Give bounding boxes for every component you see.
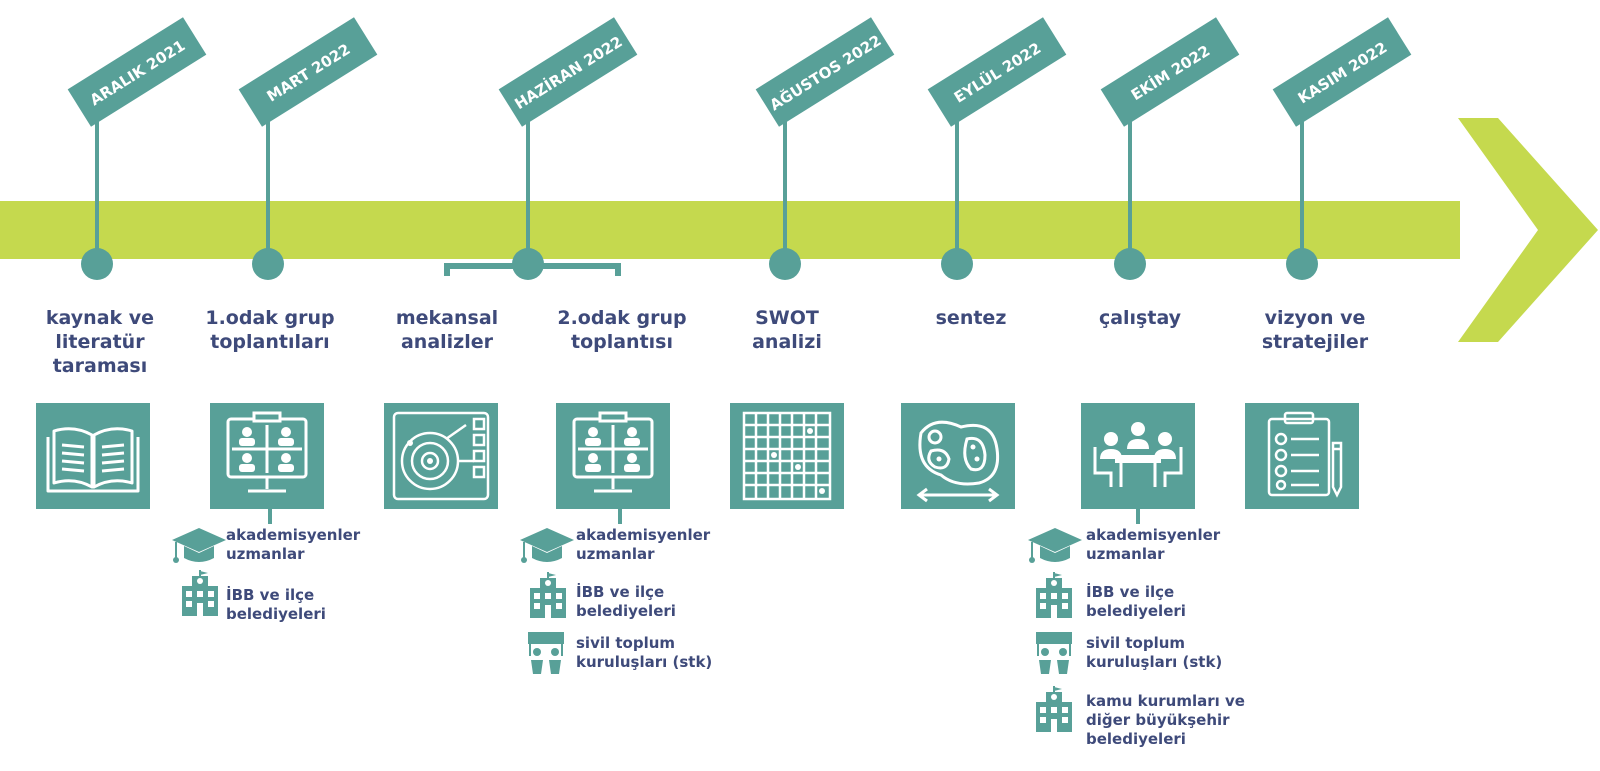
stage-label-focus-group-1: 1.odak grup toplantıları xyxy=(205,307,335,353)
timeline-dot xyxy=(941,248,973,280)
timeline-dot xyxy=(252,248,284,280)
stage-tile-workshop xyxy=(1081,403,1195,509)
stage-tile-swot xyxy=(730,403,844,509)
stakeholder-academics-1: akademisyenler uzmanlar xyxy=(226,526,361,563)
stage-label-spatial: mekansal analizler xyxy=(395,307,499,353)
stage-tile-focus-group-1 xyxy=(210,403,324,509)
stage-tile-synthesis xyxy=(901,403,1015,509)
stage-label-synthesis: sentez xyxy=(935,307,1007,329)
graduation-cap-icon xyxy=(518,524,576,572)
timeline-markers xyxy=(81,110,1318,280)
video-conference-icon xyxy=(572,411,654,493)
stage-tile-spatial xyxy=(384,403,498,509)
timeline-dot xyxy=(1286,248,1318,280)
municipal-building-icon xyxy=(1032,686,1076,738)
stage-label-literature: kaynak ve literatür taraması xyxy=(45,307,155,377)
stakeholder-academics-2: akademisyenler uzmanlar xyxy=(576,526,711,563)
timeline-dot xyxy=(769,248,801,280)
date-flag: KASIM 2022 xyxy=(1272,17,1412,127)
date-flag: AĞUSTOS 2022 xyxy=(755,17,895,127)
stage-label-focus-group-2: 2.odak grup toplantısı xyxy=(557,307,687,353)
timeline-dot xyxy=(512,248,544,280)
stakeholder-public-institutions-3: kamu kurumları ve diğer büyükşehir beled… xyxy=(1086,692,1245,748)
stage-label-swot: SWOT analizi xyxy=(752,307,822,353)
graduation-cap-icon xyxy=(1026,524,1084,572)
synthesis-icon xyxy=(916,420,1000,503)
ngo-people-icon xyxy=(1030,630,1078,682)
stage-label-workshop: çalıştay xyxy=(1098,307,1182,329)
date-flag: HAZİRAN 2022 xyxy=(498,17,638,127)
grid-matrix-icon xyxy=(742,411,832,501)
stakeholder-municipalities-3: İBB ve ilçe belediyeleri xyxy=(1086,583,1186,620)
stage-tile-literature xyxy=(36,403,150,509)
stakeholder-academics-3: akademisyenler uzmanlar xyxy=(1086,526,1221,563)
stage-label-vision: vizyon ve stratejiler xyxy=(1261,307,1369,353)
graduation-cap-icon xyxy=(170,524,228,572)
timeline-dot xyxy=(1114,248,1146,280)
ngo-people-icon xyxy=(522,630,570,682)
stakeholder-municipalities-1: İBB ve ilçe belediyeleri xyxy=(226,586,326,623)
stakeholder-ngos-3: sivil toplum kuruluşları (stk) xyxy=(1086,634,1223,671)
stakeholder-municipalities-2: İBB ve ilçe belediyeleri xyxy=(576,583,676,620)
date-flag: ARALIK 2021 xyxy=(67,17,207,127)
timeline-arrow-shaft xyxy=(0,201,1460,259)
stage-tile-vision xyxy=(1245,403,1359,509)
video-conference-icon xyxy=(226,411,308,493)
workshop-meeting-icon xyxy=(1093,422,1183,487)
municipal-building-icon xyxy=(1032,572,1076,624)
checklist-icon xyxy=(1267,411,1343,498)
spatial-analysis-icon xyxy=(392,411,490,501)
open-book-icon xyxy=(46,427,140,493)
stage-tile-focus-group-2 xyxy=(556,403,670,509)
stakeholder-ngos-2: sivil toplum kuruluşları (stk) xyxy=(576,634,713,671)
municipal-building-icon xyxy=(178,570,222,622)
timeline-dot xyxy=(81,248,113,280)
date-flag: EKİM 2022 xyxy=(1100,17,1240,127)
municipal-building-icon xyxy=(526,572,570,624)
date-flags: ARALIK 2021 MART 2022 HAZİRAN 2022 AĞUSTOS … xyxy=(67,17,1412,127)
timeline-arrow-head xyxy=(1458,118,1598,342)
date-flag: EYLÜL 2022 xyxy=(927,17,1067,127)
date-flag: MART 2022 xyxy=(238,17,378,127)
